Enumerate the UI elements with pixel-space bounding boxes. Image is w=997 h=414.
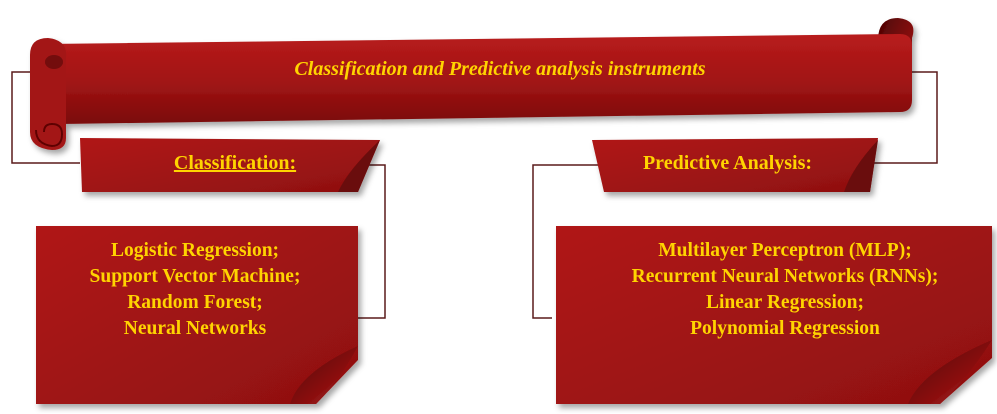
predictive-item: Multilayer Perceptron (MLP);: [658, 240, 912, 261]
banner-body: [45, 34, 912, 124]
connector-classification-to-list: [352, 164, 386, 319]
title-scroll-banner: [30, 18, 914, 150]
predictive-item: Linear Regression;: [706, 292, 864, 313]
predictive-item-list: Multilayer Perceptron (MLP); Recurrent N…: [565, 238, 997, 342]
classification-panel-curl: [290, 346, 358, 404]
classification-item: Neural Networks: [123, 318, 267, 339]
predictive-heading-flag: [592, 138, 878, 192]
connector-lines: [11, 71, 938, 319]
connector-predictive-to-list: [532, 164, 600, 319]
predictive-flag-fold: [844, 140, 878, 192]
classification-item-list: Logistic Regression; Support Vector Mach…: [36, 238, 354, 342]
classification-item: Support Vector Machine;: [89, 266, 301, 287]
classification-item: Random Forest;: [127, 292, 263, 313]
banner-title: Classification and Predictive analysis i…: [294, 58, 706, 80]
classification-item: Logistic Regression;: [110, 240, 280, 261]
classification-list-panel: [36, 226, 358, 404]
predictive-panel-curl: [908, 340, 992, 404]
classification-flag-fold: [338, 140, 380, 192]
classification-heading-flag: [80, 138, 380, 192]
predictive-list-panel: [556, 226, 992, 404]
classification-heading: Classification:: [173, 152, 297, 174]
predictive-item: Polynomial Regression: [690, 318, 880, 339]
predictive-heading: Predictive Analysis:: [642, 152, 813, 174]
connector-right-banner-to-predictive: [872, 71, 938, 164]
predictive-item: Recurrent Neural Networks (RNNs);: [631, 266, 939, 287]
